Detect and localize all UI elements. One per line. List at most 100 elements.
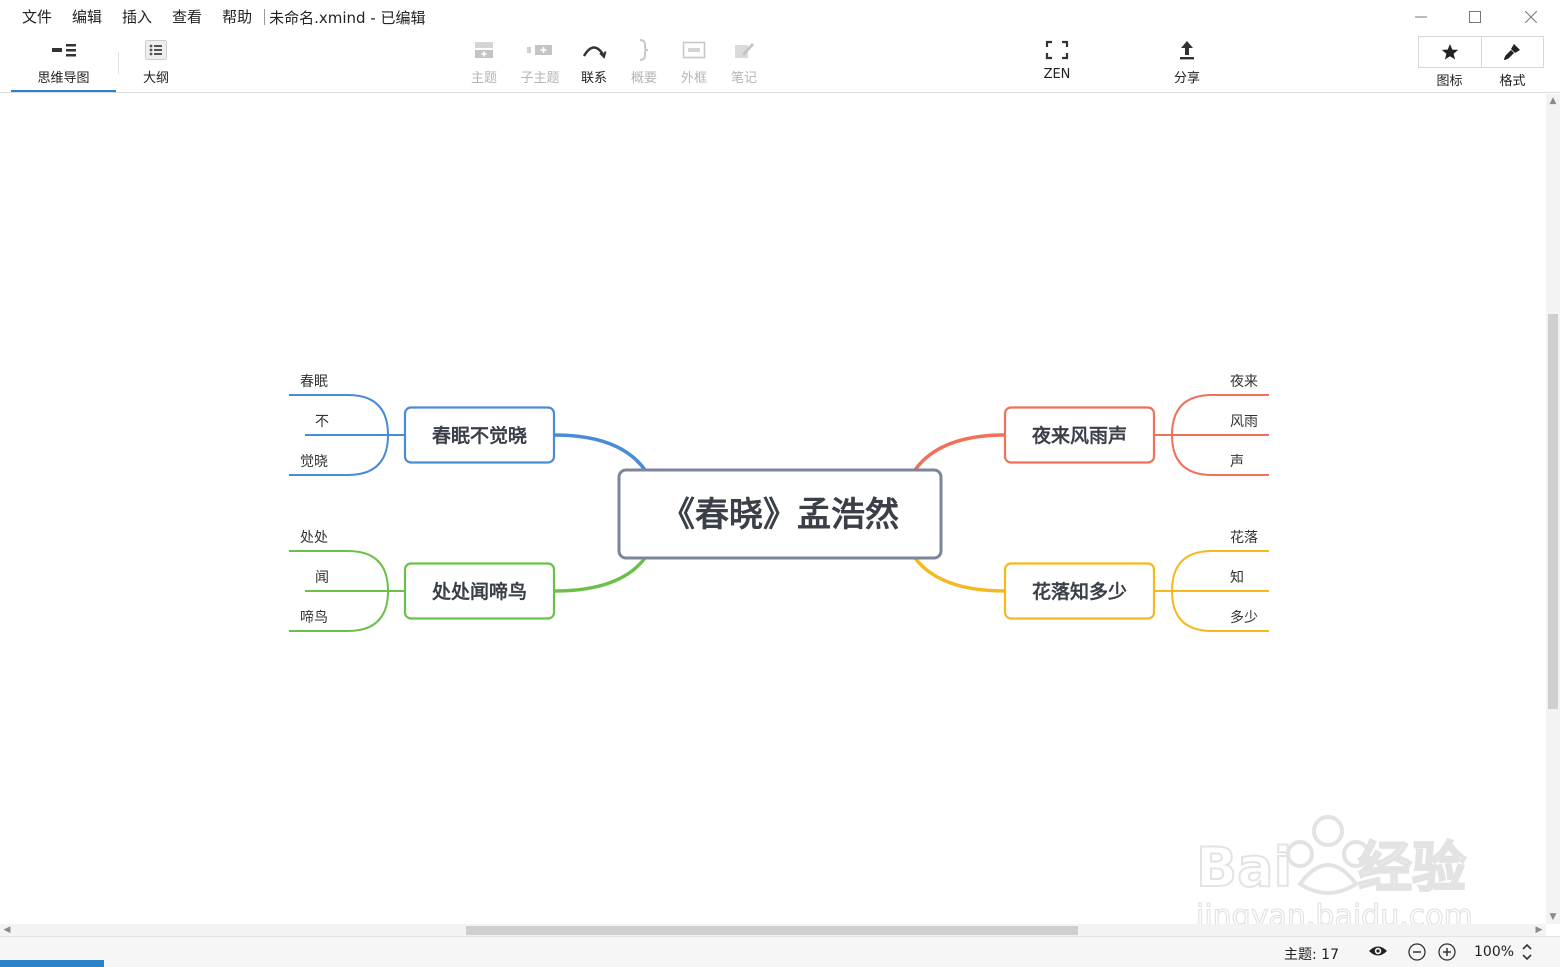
status-bar: 主题: 17 100% bbox=[0, 936, 1560, 967]
central-topic[interactable]: 《春晓》孟浩然 bbox=[617, 468, 943, 560]
svg-text:经验: 经验 bbox=[1358, 836, 1466, 899]
subtopic[interactable]: 知 bbox=[1172, 569, 1269, 592]
insert-subtopic-button[interactable]: 子主题 bbox=[514, 34, 566, 92]
subtopic[interactable]: 闻 bbox=[305, 570, 388, 592]
close-button[interactable] bbox=[1504, 0, 1558, 34]
scroll-up-icon[interactable]: ▲ bbox=[1549, 96, 1557, 106]
subtopic-icon bbox=[527, 45, 552, 55]
menu-view[interactable]: 查看 bbox=[172, 8, 203, 26]
insert-topic-button[interactable]: 主题 bbox=[462, 34, 506, 92]
boundary-button[interactable]: 外框 bbox=[674, 34, 714, 92]
main-topic[interactable]: 夜来风雨声 bbox=[1003, 406, 1156, 464]
tab-mindmap-label: 思维导图 bbox=[37, 71, 90, 86]
relationship-label: 联系 bbox=[580, 71, 607, 86]
notes-label: 笔记 bbox=[730, 71, 757, 86]
subtopic-label: 花落 bbox=[1230, 530, 1258, 546]
subtopic[interactable]: 春眠 bbox=[289, 374, 348, 396]
minimize-button[interactable] bbox=[1394, 0, 1448, 34]
subtopic-label: 觉晓 bbox=[300, 454, 328, 470]
close-icon bbox=[1525, 11, 1537, 23]
topic-count: 主题: 17 bbox=[1284, 947, 1339, 963]
branch-connector bbox=[553, 556, 647, 593]
boundary-label: 外框 bbox=[680, 71, 707, 86]
menu-divider bbox=[264, 9, 266, 25]
tab-outline[interactable]: 大纲 bbox=[126, 34, 186, 92]
subtopic-connector bbox=[1154, 434, 1213, 476]
chevron-up-down-icon bbox=[1522, 943, 1532, 961]
subtopic-connector bbox=[1154, 550, 1213, 592]
subtopic[interactable]: 啼鸟 bbox=[289, 610, 348, 632]
menu-file[interactable]: 文件 bbox=[22, 8, 53, 26]
subtopic-connector bbox=[1154, 590, 1213, 632]
main-topic[interactable]: 处处闻啼鸟 bbox=[403, 562, 556, 620]
topic-icon bbox=[475, 42, 493, 58]
menu-insert[interactable]: 插入 bbox=[122, 8, 153, 26]
icons-panel-button[interactable] bbox=[1419, 37, 1481, 67]
format-panel-button[interactable] bbox=[1480, 37, 1543, 67]
zoom-level[interactable]: 100% bbox=[1474, 944, 1515, 960]
toolbar: 思维导图 大纲 主题 子主题 联系 概要 外框 笔记 ZEN 分享 bbox=[0, 34, 1560, 93]
subtopic[interactable]: 花落 bbox=[1212, 530, 1269, 552]
horizontal-scroll-thumb[interactable] bbox=[466, 926, 1078, 935]
subtopic[interactable]: 处处 bbox=[289, 530, 348, 552]
subtopic-label: 处处 bbox=[300, 530, 328, 546]
subtopic-connector bbox=[347, 434, 405, 476]
subtopic[interactable]: 多少 bbox=[1212, 609, 1269, 632]
branch-connector bbox=[553, 433, 647, 472]
icons-panel-label: 图标 bbox=[1436, 74, 1463, 89]
subtopic[interactable]: 不 bbox=[305, 414, 388, 436]
panel-toggle-group bbox=[1418, 36, 1544, 68]
vertical-scroll-thumb[interactable] bbox=[1548, 314, 1558, 709]
subtopic[interactable]: 声 bbox=[1212, 454, 1269, 476]
vertical-scrollbar[interactable]: ▲ ▼ bbox=[1546, 94, 1560, 924]
subtopic[interactable]: 夜来 bbox=[1212, 374, 1269, 396]
insert-topic-label: 主题 bbox=[470, 71, 497, 86]
title-bar: 文件 编辑 插入 查看 帮助 未命名.xmind - 已编辑 bbox=[0, 0, 1560, 34]
relationship-button[interactable]: 联系 bbox=[572, 34, 616, 92]
notes-button[interactable]: 笔记 bbox=[724, 34, 764, 92]
mindmap-icon bbox=[51, 44, 76, 57]
subtopic-label: 知 bbox=[1230, 569, 1244, 586]
zen-label: ZEN bbox=[1043, 67, 1071, 82]
zen-mode-button[interactable]: ZEN bbox=[1036, 34, 1078, 92]
summary-label: 概要 bbox=[630, 71, 657, 86]
subtopic-connector bbox=[347, 590, 405, 632]
horizontal-scrollbar[interactable]: ◀ ▶ bbox=[0, 924, 1546, 936]
maximize-icon bbox=[1469, 11, 1481, 23]
mindmap-canvas[interactable]: 《春晓》孟浩然春眠不觉晓春眠不觉晓处处闻啼鸟处处闻啼鸟夜来风雨声夜来风雨声花落知… bbox=[0, 94, 1546, 924]
svg-text:Bai: Bai bbox=[1196, 836, 1292, 899]
zoom-spinner[interactable] bbox=[1520, 941, 1534, 967]
summary-button[interactable]: 概要 bbox=[624, 34, 664, 92]
subtopic-connector bbox=[347, 550, 405, 592]
subtopic-label: 春眠 bbox=[300, 374, 328, 390]
relationship-icon bbox=[582, 46, 607, 59]
scroll-down-icon[interactable]: ▼ bbox=[1549, 912, 1557, 922]
scroll-left-icon[interactable]: ◀ bbox=[3, 925, 11, 935]
main-topic-label: 处处闻啼鸟 bbox=[431, 580, 527, 603]
subtopic-label: 声 bbox=[1230, 454, 1244, 470]
boundary-icon bbox=[682, 41, 706, 59]
subtopic-label: 夜来 bbox=[1230, 374, 1258, 390]
zoom-in-button[interactable] bbox=[1438, 943, 1456, 965]
window-accent bbox=[0, 960, 104, 967]
maximize-button[interactable] bbox=[1448, 0, 1502, 34]
document-title: 未命名.xmind - 已编辑 bbox=[269, 8, 426, 27]
main-topic[interactable]: 花落知多少 bbox=[1003, 562, 1156, 620]
share-button[interactable]: 分享 bbox=[1166, 34, 1208, 92]
toolbar-divider bbox=[118, 52, 119, 74]
menu-help[interactable]: 帮助 bbox=[222, 8, 253, 26]
subtopic[interactable]: 觉晓 bbox=[289, 454, 348, 476]
zoom-out-button[interactable] bbox=[1408, 943, 1426, 965]
subtopic-connector bbox=[1154, 394, 1213, 436]
baidu-watermark: Bai 经验 jingyan.baidu.com bbox=[1194, 815, 1473, 924]
tab-mindmap[interactable]: 思维导图 bbox=[11, 34, 116, 92]
paint-brush-icon bbox=[1504, 44, 1521, 60]
main-topic-label: 花落知多少 bbox=[1032, 580, 1127, 603]
subtopic[interactable]: 风雨 bbox=[1172, 414, 1269, 436]
menu-edit[interactable]: 编辑 bbox=[72, 8, 103, 26]
tab-outline-label: 大纲 bbox=[142, 71, 169, 86]
eye-icon[interactable] bbox=[1368, 943, 1388, 963]
mindmap-nodes: 《春晓》孟浩然春眠不觉晓春眠不觉晓处处闻啼鸟处处闻啼鸟夜来风雨声夜来风雨声花落知… bbox=[289, 374, 1269, 632]
scroll-right-icon[interactable]: ▶ bbox=[1535, 925, 1543, 935]
main-topic[interactable]: 春眠不觉晓 bbox=[403, 406, 556, 464]
